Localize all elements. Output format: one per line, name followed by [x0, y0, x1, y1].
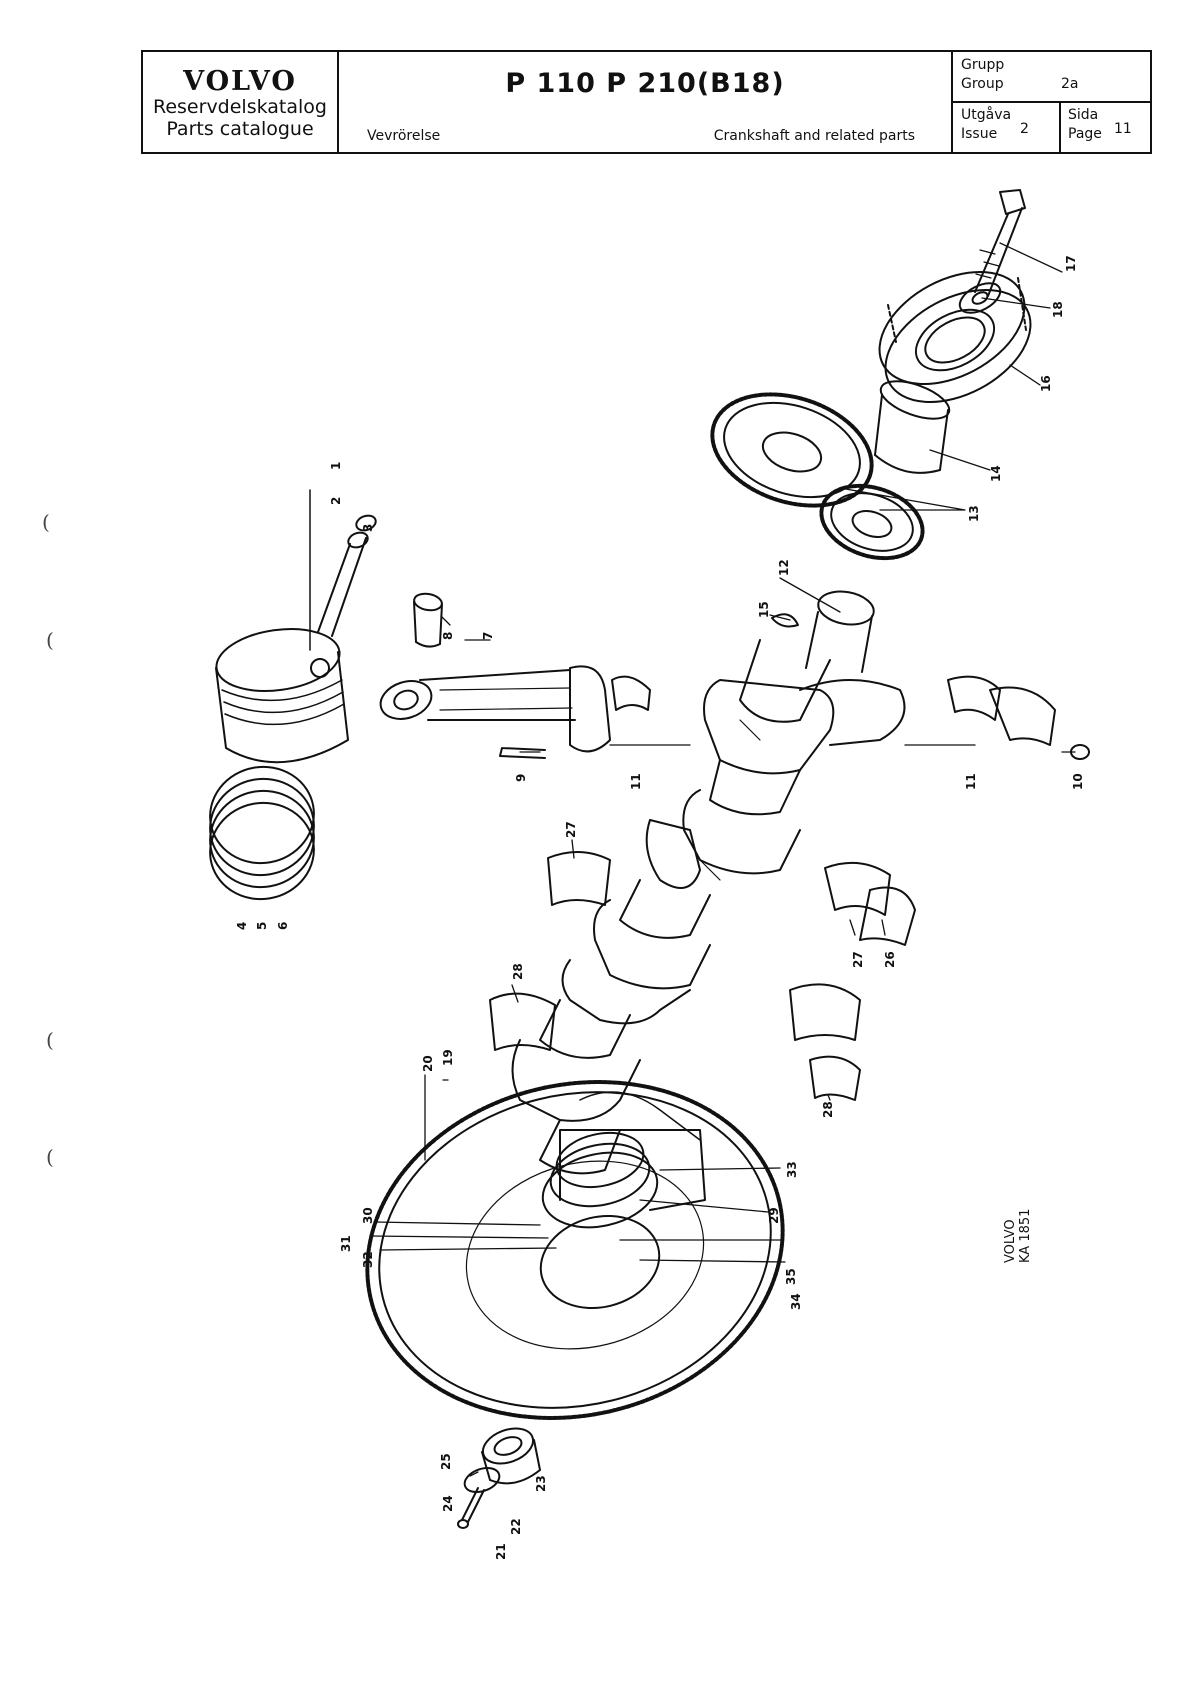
callout-28: 28 [821, 1101, 835, 1118]
callout-28: 28 [511, 963, 525, 980]
main-bearing-shell [789, 983, 861, 1041]
callout-29: 29 [767, 1207, 781, 1224]
title-block: VOLVO Reservdelskatalog Parts catalogue … [141, 50, 1152, 154]
callout-15: 15 [757, 601, 771, 618]
callout-24: 24 [441, 1495, 455, 1512]
callout-14: 14 [989, 465, 1003, 482]
pilot-bearing-washer [463, 1466, 501, 1494]
callout-25: 25 [439, 1453, 453, 1470]
margin-mark: ( [46, 1028, 54, 1052]
pulley-washer [958, 282, 1002, 314]
callout-26: 26 [883, 951, 897, 968]
callout-30: 30 [361, 1207, 375, 1224]
callout-20: 20 [421, 1055, 435, 1072]
callout-23: 23 [534, 1475, 548, 1492]
margin-mark: ( [42, 510, 50, 534]
page-label-sv: Sida [1068, 107, 1099, 123]
leader-lines [369, 242, 1076, 1477]
small-end-bush [413, 592, 443, 648]
camshaft-gear [710, 392, 874, 508]
callout-12: 12 [777, 559, 791, 576]
callout-6: 6 [276, 922, 290, 930]
piston-pin [317, 531, 369, 637]
callout-18: 18 [1051, 301, 1065, 318]
callout-22: 22 [509, 1518, 523, 1535]
volvo-logo: VOLVO [183, 66, 297, 97]
callout-34: 34 [789, 1293, 803, 1310]
issue-value: 2 [1020, 121, 1029, 137]
callout-11: 11 [629, 773, 643, 790]
callout-32: 32 [361, 1251, 375, 1268]
callout-27: 27 [564, 821, 578, 838]
callout-31: 31 [339, 1235, 353, 1252]
callout-35: 35 [784, 1268, 798, 1285]
margin-mark: ( [46, 1145, 54, 1169]
callout-1: 1 [329, 462, 343, 470]
callout-10: 10 [1071, 773, 1085, 790]
pilot-bearing [481, 1427, 541, 1485]
crankshaft-gear [819, 483, 925, 561]
main-bearing-cap [859, 886, 916, 946]
issue-label-en: Issue [961, 126, 998, 142]
group-cell: Grupp Group 2a [953, 52, 1150, 103]
main-bearing-shell [489, 992, 556, 1051]
callout-4: 4 [235, 922, 249, 930]
callout-13: 13 [967, 505, 981, 522]
issue-cell: Utgåva Issue 2 [953, 103, 1061, 152]
pilot-bearing-screw [457, 1487, 485, 1529]
model-title: P 110 P 210(B18) [505, 68, 785, 99]
crankshaft-pulley [878, 270, 1032, 404]
callout-11: 11 [964, 773, 978, 790]
flywheel [365, 1080, 785, 1420]
group-label-sv: Grupp [961, 57, 1005, 73]
piston [215, 628, 349, 764]
callout-19: 19 [441, 1049, 455, 1066]
callout-33: 33 [785, 1161, 799, 1178]
main-bearing-shell [824, 861, 891, 916]
catalogue-title-sv: Reservdelskatalog [153, 96, 327, 118]
big-end-bearing-shell [947, 675, 1001, 721]
group-label-en: Group [961, 76, 1004, 92]
section-title-sv: Vevrörelse [367, 128, 441, 144]
callout-3: 3 [361, 524, 375, 532]
catalogue-title-en: Parts catalogue [166, 118, 314, 140]
woodruff-key [771, 613, 799, 628]
main-bearing-shell [809, 1055, 861, 1101]
callout-17: 17 [1064, 255, 1078, 272]
page-cell: Sida Page 11 [1061, 103, 1150, 152]
brand-cell: VOLVO Reservdelskatalog Parts catalogue [143, 52, 339, 152]
drawing-code-brand: VOLVO [1003, 1219, 1018, 1263]
issue-label-sv: Utgåva [961, 107, 1012, 123]
piston-pin-circlip [355, 514, 377, 532]
connecting-rod-bolt [499, 747, 546, 759]
margin-mark: ( [46, 628, 54, 652]
big-end-bearing-shell [611, 675, 651, 711]
callout-21: 21 [494, 1543, 508, 1560]
connecting-rod [379, 665, 611, 753]
callout-numbers: 17 18 16 14 13 12 15 1 2 3 7 8 9 11 11 1… [235, 255, 1085, 1560]
page-value: 11 [1114, 121, 1132, 137]
callout-5: 5 [255, 922, 269, 930]
crankshaft [511, 590, 906, 1175]
page-label-en: Page [1068, 126, 1102, 142]
callout-7: 7 [481, 632, 495, 640]
distance-sleeve [874, 380, 951, 474]
callout-9: 9 [514, 774, 528, 782]
callout-8: 8 [441, 632, 455, 640]
callout-16: 16 [1039, 375, 1053, 392]
drawing-code-number: KA 1851 [1018, 1208, 1033, 1263]
pulley-bolt [974, 189, 1026, 297]
rear-seal-flange [541, 1091, 706, 1229]
model-cell: P 110 P 210(B18) Vevrörelse Crankshaft a… [339, 52, 953, 152]
piston-rings [209, 765, 315, 901]
drawing-code: VOLVO KA 1851 [1003, 1209, 1033, 1263]
callout-2: 2 [329, 497, 343, 505]
group-value: 2a [1061, 76, 1079, 92]
big-end-bearing-cap [989, 686, 1056, 746]
section-title-en: Crankshaft and related parts [713, 128, 915, 144]
main-bearing-shell [547, 850, 611, 906]
callout-27: 27 [851, 951, 865, 968]
